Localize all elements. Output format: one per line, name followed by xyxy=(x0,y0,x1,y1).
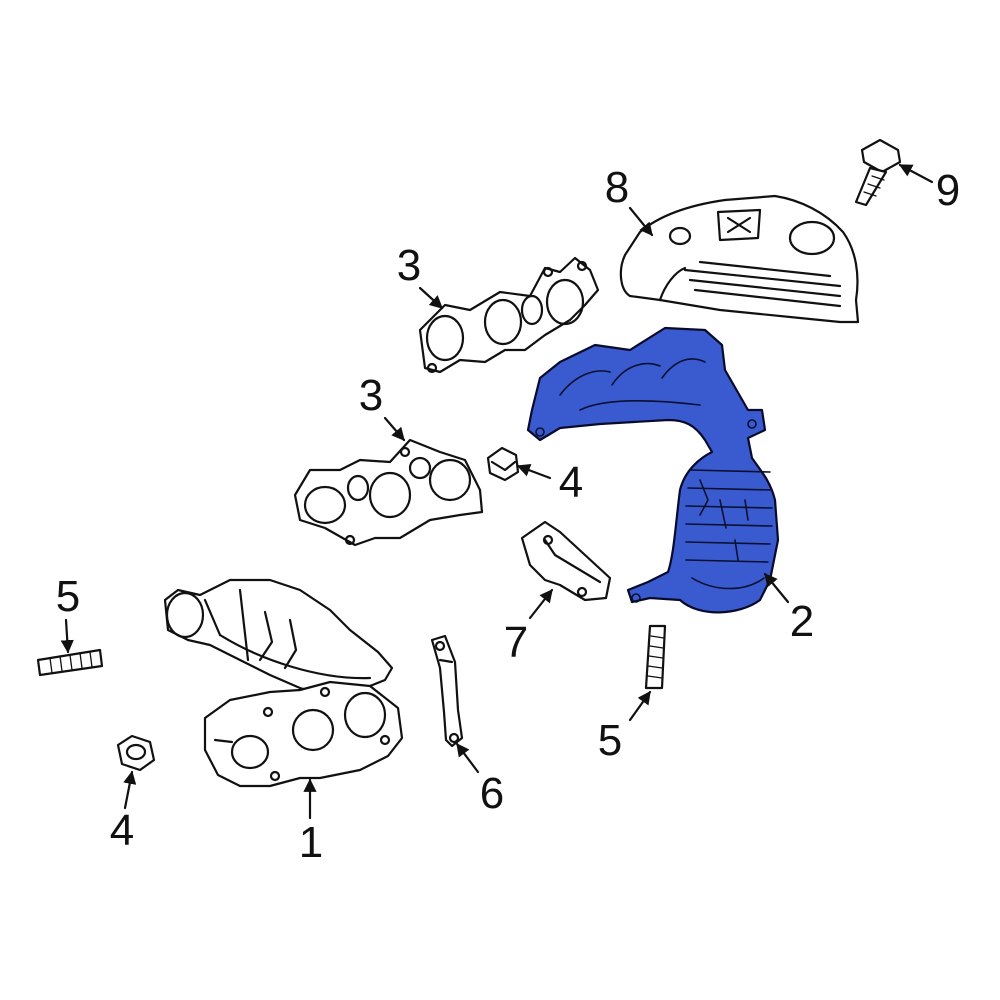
gasket-upper-part[interactable] xyxy=(418,256,600,374)
heat-shield-part[interactable] xyxy=(619,194,860,324)
leader-3b xyxy=(383,416,406,442)
leader-lines xyxy=(60,163,934,820)
leader-8 xyxy=(628,206,654,237)
callout-labels: 8 9 3 3 4 2 7 5 5 4 1 6 xyxy=(56,163,960,867)
callout-3b: 3 xyxy=(359,371,383,420)
callout-2: 2 xyxy=(790,597,814,646)
gasket-lower-part[interactable] xyxy=(293,438,484,547)
leader-4a xyxy=(516,463,552,480)
callout-1: 1 xyxy=(299,818,323,867)
leader-3a xyxy=(418,286,444,310)
stud-right-part[interactable] xyxy=(644,624,667,690)
callout-5a: 5 xyxy=(56,572,80,621)
bolt-part[interactable] xyxy=(854,138,902,207)
nut-lower-part[interactable] xyxy=(116,734,156,772)
stud-left-part[interactable] xyxy=(36,648,104,677)
callout-8: 8 xyxy=(605,163,629,212)
exhaust-manifold-catalytic-converter-part[interactable] xyxy=(526,326,780,614)
nut-upper-part[interactable] xyxy=(486,446,520,482)
leader-5b xyxy=(628,690,652,722)
callout-5b: 5 xyxy=(598,716,622,765)
bracket-part[interactable] xyxy=(520,520,612,602)
exhaust-manifold-front-part[interactable] xyxy=(163,578,404,788)
leader-7 xyxy=(528,588,554,620)
leader-9 xyxy=(898,163,934,184)
callout-7: 7 xyxy=(504,618,528,667)
leader-2 xyxy=(763,572,790,604)
leader-5a xyxy=(60,618,74,654)
callout-4b: 4 xyxy=(110,806,134,855)
callout-6: 6 xyxy=(480,769,504,818)
callout-9: 9 xyxy=(936,166,960,215)
leader-6 xyxy=(455,742,480,774)
callout-3a: 3 xyxy=(397,241,421,290)
callout-4a: 4 xyxy=(559,458,583,507)
leader-4b xyxy=(123,770,137,810)
support-stay-part[interactable] xyxy=(430,634,464,748)
